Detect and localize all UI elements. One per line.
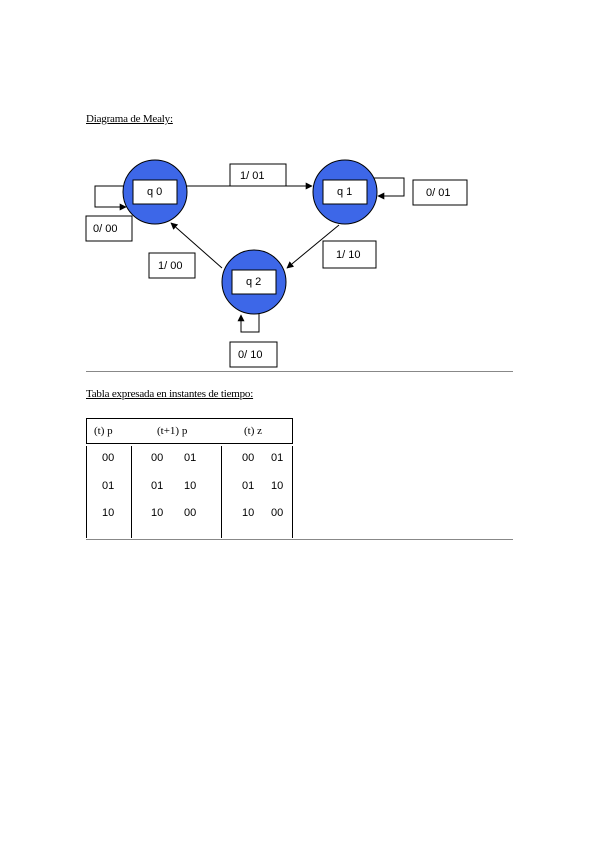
state-q1: q 1 bbox=[312, 159, 378, 225]
header-t-z: (t) z bbox=[244, 425, 263, 437]
cell-next: 10 bbox=[151, 507, 164, 519]
cell-next: 01 bbox=[184, 452, 197, 464]
table-header: (t) p (t+1) p (t) z bbox=[86, 418, 293, 444]
transition-label: 0/ 01 bbox=[426, 187, 450, 199]
cell-next: 10 bbox=[184, 480, 197, 492]
transition-label: 1/ 00 bbox=[158, 260, 182, 272]
transition-q0-q0: 0/ 00 bbox=[85, 185, 133, 242]
header-t1-p: (t+1) p bbox=[157, 425, 188, 437]
transition-q1-q1: 0/ 01 bbox=[373, 177, 468, 206]
column-divider bbox=[221, 446, 222, 538]
cell-z: 10 bbox=[271, 480, 284, 492]
transition-q1-q2: 1/ 10 bbox=[286, 224, 377, 269]
cell-p: 10 bbox=[102, 507, 115, 519]
diagram-heading: Diagrama de Mealy: bbox=[86, 113, 173, 125]
transition-q2-q0: 1/ 00 bbox=[148, 222, 223, 279]
mealy-diagram: 1/ 01 0/ 01 0/ 00 1/ 10 1/ 00 0/ 10 q 0 … bbox=[85, 159, 468, 368]
transition-q2-q2: 0/ 10 bbox=[229, 314, 278, 368]
cell-z: 00 bbox=[242, 452, 255, 464]
transition-label: 0/ 00 bbox=[93, 223, 117, 235]
cell-z: 00 bbox=[271, 507, 284, 519]
cell-z: 01 bbox=[242, 480, 255, 492]
state-q2: q 2 bbox=[221, 249, 287, 315]
state-q0: q 0 bbox=[122, 159, 188, 225]
table-heading: Tabla expresada en instantes de tiempo: bbox=[86, 388, 254, 400]
state-label: q 1 bbox=[337, 186, 352, 198]
transition-q0-q1: 1/ 01 bbox=[186, 163, 313, 190]
divider-top bbox=[86, 371, 513, 372]
transition-label: 1/ 01 bbox=[240, 170, 264, 182]
divider-bottom bbox=[86, 539, 513, 540]
cell-z: 10 bbox=[242, 507, 255, 519]
column-divider bbox=[131, 446, 132, 538]
state-label: q 2 bbox=[246, 276, 261, 288]
cell-p: 00 bbox=[102, 452, 115, 464]
transition-label: 1/ 10 bbox=[336, 249, 360, 261]
header-t-p: (t) p bbox=[94, 425, 113, 437]
cell-next: 01 bbox=[151, 480, 164, 492]
cell-z: 01 bbox=[271, 452, 284, 464]
transition-label: 0/ 10 bbox=[238, 349, 262, 361]
state-label: q 0 bbox=[147, 186, 162, 198]
table-body: 00 00 01 00 01 01 01 10 01 10 10 10 00 1… bbox=[86, 446, 293, 538]
cell-next: 00 bbox=[151, 452, 164, 464]
cell-next: 00 bbox=[184, 507, 197, 519]
cell-p: 01 bbox=[102, 480, 115, 492]
